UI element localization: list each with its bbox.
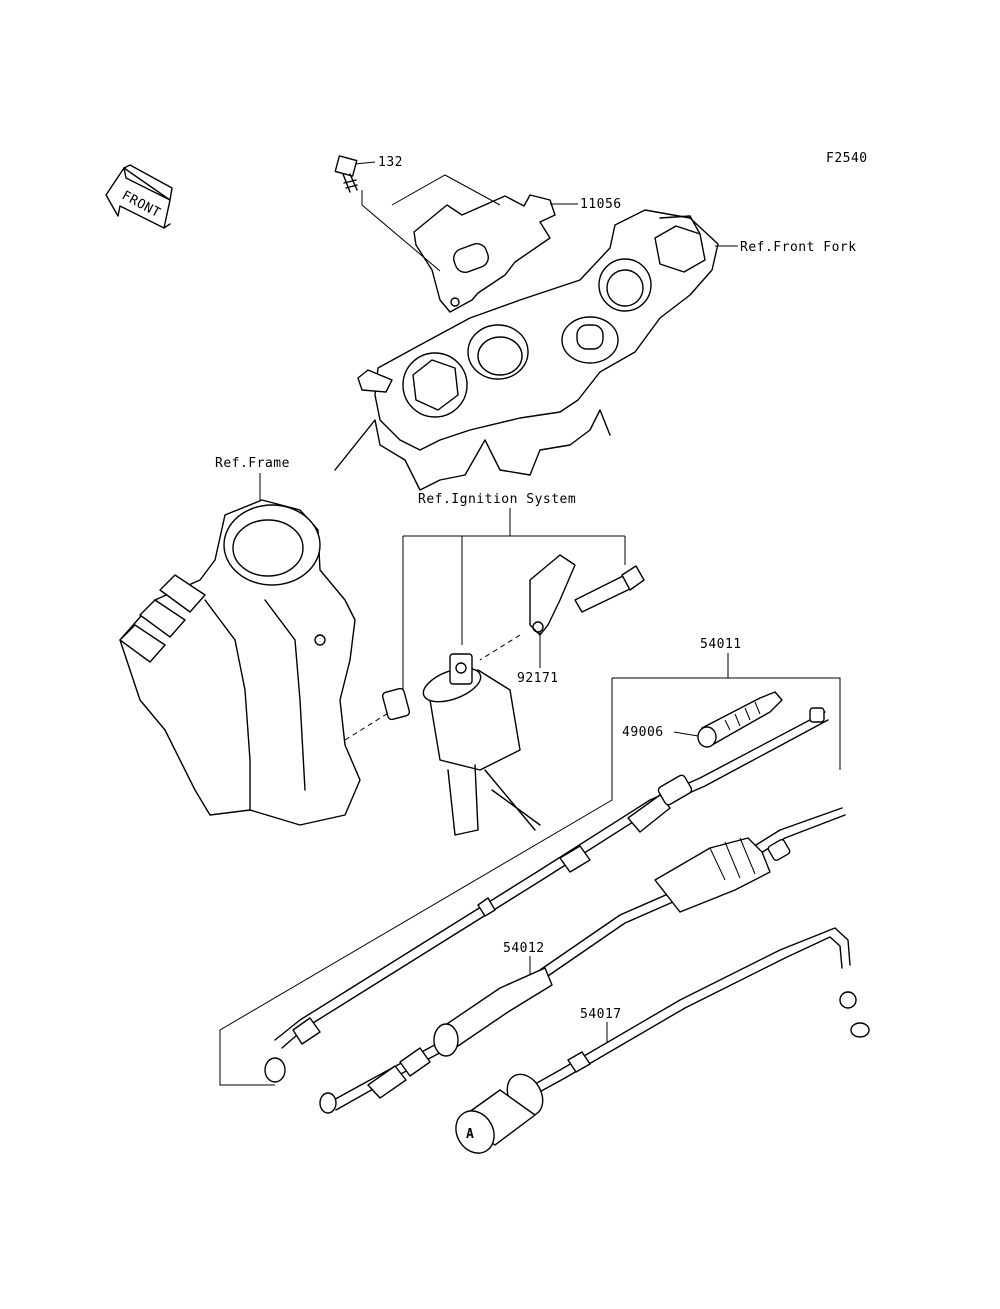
- front-fork-clamp: [334, 209, 738, 491]
- callout-ref-front-fork: Ref.Front Fork: [740, 240, 857, 255]
- cable-54012: [319, 807, 846, 1114]
- bolt-ignition: [574, 565, 645, 613]
- svg-text:A: A: [466, 1127, 474, 1142]
- boot-49006: [697, 691, 783, 748]
- callout-49006: 49006: [622, 725, 664, 740]
- ignition-coil: [381, 653, 541, 836]
- callout-11056: 11056: [580, 197, 622, 212]
- callout-54017: 54017: [580, 1007, 622, 1022]
- callout-132: 132: [378, 155, 403, 170]
- frame-head-pipe: [119, 499, 361, 826]
- callout-ref-ignition: Ref.Ignition System: [418, 492, 576, 507]
- cable-54017: A: [455, 927, 870, 1154]
- callout-54011: 54011: [700, 637, 742, 652]
- figure-code: F2540: [826, 151, 868, 166]
- clamp-92171: [529, 554, 576, 668]
- bracket-11056: [361, 174, 578, 313]
- callout-ref-frame: Ref.Frame: [215, 456, 290, 471]
- cable-54011: [264, 707, 829, 1083]
- front-arrow-icon: FRONT: [105, 164, 173, 229]
- callout-54012: 54012: [503, 941, 545, 956]
- bolt-132: [334, 155, 376, 193]
- callout-92171: 92171: [517, 671, 559, 686]
